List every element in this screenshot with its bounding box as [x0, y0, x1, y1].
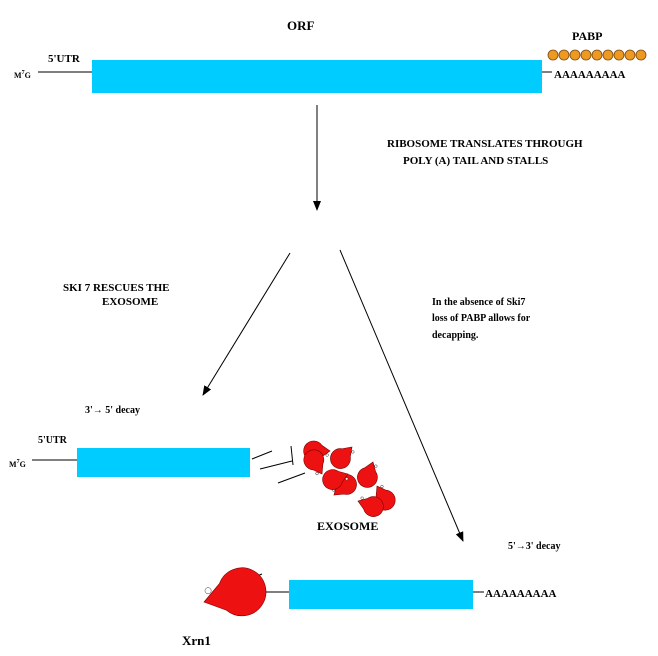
- left-cap-label: M7G: [9, 459, 26, 469]
- xrn1-pacman-icon: [203, 567, 267, 617]
- left-branch-line2: EXOSOME: [102, 296, 158, 308]
- exosome-subunit-icon: [303, 449, 325, 476]
- pabp-bead: [602, 49, 614, 61]
- top-utr-label: 5'UTR: [48, 53, 81, 65]
- left-decay-label: 3'→ 5' decay: [85, 405, 140, 416]
- right-mrna-bar: [289, 580, 473, 609]
- orf-label: ORF: [287, 18, 315, 33]
- left-branch-line1: SKI 7 RESCUES THE: [63, 282, 169, 294]
- pabp-bead: [613, 49, 625, 61]
- left-branch-arrow: [202, 252, 291, 396]
- pabp-bead: [591, 49, 603, 61]
- left-utr-label: 5'UTR: [38, 435, 68, 446]
- right-branch-arrow: [339, 249, 464, 542]
- xrn1-label: Xrn1: [182, 633, 211, 648]
- pabp-beads: [547, 49, 647, 61]
- top-orf-bar: [92, 60, 542, 93]
- xrn1-body: [203, 567, 267, 617]
- exosome-subunit-icon: [322, 469, 349, 490]
- exosome-complex: [303, 440, 396, 517]
- pabp-bead: [569, 49, 581, 61]
- step1-line2: POLY (A) TAIL AND STALLS: [403, 155, 548, 167]
- left-mrna-fragments: [251, 445, 306, 484]
- left-mrna-bar: [77, 448, 250, 477]
- pabp-bead: [580, 49, 592, 61]
- step1-line1: RIBOSOME TRANSLATES THROUGH: [387, 138, 583, 150]
- right-decay-label: 5'→3' decay: [508, 541, 561, 552]
- pabp-bead: [635, 49, 647, 61]
- top-polya-label: AAAAAAAAA: [554, 69, 626, 81]
- right-branch-line1: In the absence of Ski7: [432, 297, 525, 308]
- pabp-label: PABP: [572, 29, 602, 43]
- pabp-bead: [558, 49, 570, 61]
- pabp-bead: [547, 49, 559, 61]
- exosome-label: EXOSOME: [317, 519, 378, 533]
- pabp-bead: [624, 49, 636, 61]
- top-cap-label: M7G: [14, 70, 31, 80]
- exosome-subunit-icon: [357, 461, 378, 488]
- right-branch-line3: decapping.: [432, 330, 479, 341]
- right-branch-line2: loss of PABP allows for: [432, 313, 531, 324]
- exosome-subunit-icon: [357, 496, 384, 517]
- exosome-subunit-icon: [330, 446, 355, 469]
- right-polya-label: AAAAAAAAA: [485, 588, 557, 600]
